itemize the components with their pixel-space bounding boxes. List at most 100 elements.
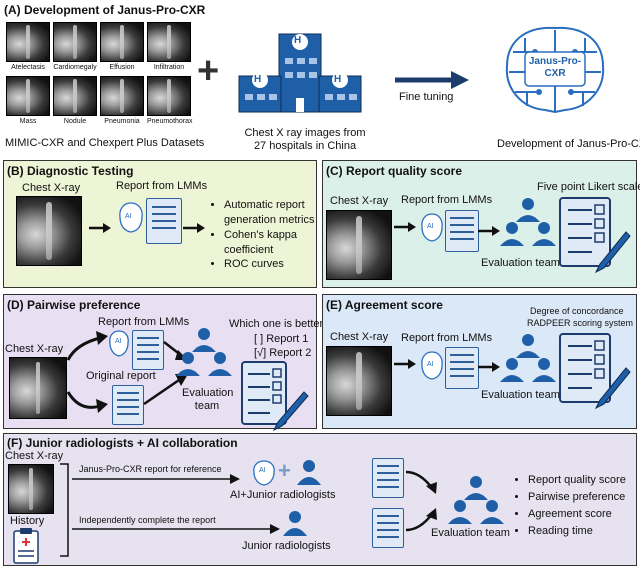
chest-xray-label: Chest X-ray [22,182,81,194]
report-document-icon [445,210,479,252]
arrow-icon [183,223,205,233]
dataset-caption: MIMIC-CXR and Chexpert Plus Datasets [5,137,205,149]
chest-xray-image [9,357,67,419]
outcome-item: Pairwise preference [528,489,626,506]
chest-xray-image [326,346,392,416]
metrics-list: Automatic report generation metrics Cohe… [212,198,328,272]
brain-label: Janus-Pro-CXR [528,56,582,79]
radiologist-icon [297,460,321,485]
metric-item: Automatic report generation metrics [224,198,328,228]
fine-tuning-arrow [395,71,469,89]
thumb-label: Infiltration [153,64,185,71]
xray-thumbnail [147,76,191,116]
hospital-caption: Chest X ray images from 27 hospitals in … [244,127,366,152]
report-document-icon [132,330,164,370]
report-document-icon [146,198,182,244]
plus-icon: + [197,50,220,92]
concordance-label: Degree of concordance [530,306,624,316]
reference-arrow [72,474,240,484]
report-document-icon [372,458,404,498]
evaluation-team-label: Evaluation team [481,389,560,401]
hospital-letter: H [334,74,342,85]
chest-xray-image [16,196,82,266]
hospital-buildings-icon [238,33,362,113]
thumb-label: Cardiomegaly [53,64,97,71]
report-label: Report from LMMs [98,316,190,328]
checklist-pen-icon [559,197,631,274]
radpeer-label: RADPEER scoring system [527,318,634,328]
ai-brain-icon [421,351,443,380]
ai-label: AI [125,213,132,220]
thumb-label: Atelectasis [11,64,45,71]
chest-xray-label: Chest X-ray [330,331,389,343]
collab-label: AI+Junior radiologists [230,489,336,501]
panel-f [3,433,637,566]
panel-f-title: (F) Junior radiologists + AI collaborati… [7,436,238,450]
evaluation-team-icon [500,198,556,246]
arrow-icon [394,359,416,369]
xray-thumbnail [147,22,191,62]
report-document-icon [445,347,479,389]
chest-xray-image [8,464,54,514]
report-label: Report from LMMs [401,332,493,344]
report-label: Report from LMMs [116,180,208,192]
arrow-icon [89,223,111,233]
plus-icon: + [278,458,291,483]
panel-d-title: (D) Pairwise preference [7,298,141,312]
independent-arrow [72,524,280,534]
ai-label: AI [427,361,434,368]
question-label: Which one is better? [229,318,330,330]
chest-xray-label: Chest X-ray [5,343,64,355]
arrow-icon [478,362,500,372]
result-caption: Development of Janus-Pro-CXR [497,138,640,150]
xray-thumbnail [100,76,144,116]
arrow-icon [394,222,416,232]
radiologist-icon [283,511,307,536]
likert-label: Five point Likert scale [537,181,640,193]
xray-thumbnail [100,22,144,62]
checklist-pen-icon [241,361,309,432]
ai-label: AI [259,467,266,474]
reference-path-label: Janus-Pro-CXR report for reference [79,464,222,474]
xray-thumbnail [6,22,50,62]
ai-brain-icon [253,460,275,486]
thumb-label: Effusion [109,64,135,71]
history-label: History [10,515,45,527]
option-report-1: [ ] Report 1 [254,333,309,345]
brain-circuit-icon [505,26,605,114]
thumb-label: Pneumonia [104,118,140,125]
outcome-item: Agreement score [528,506,626,523]
evaluation-team-label: Evaluation team [481,257,560,269]
thumb-label: Pneumothorax [147,118,193,125]
report-label: Report from LMMs [401,194,493,206]
evaluation-team-icon [176,328,232,376]
hospital-letter: H [254,74,262,85]
clipboard-icon [13,528,39,564]
bracket-line [60,463,69,557]
chest-xray-label: Chest X-ray [330,195,389,207]
report-document-icon [372,508,404,548]
ai-brain-icon [109,330,129,357]
panel-a-title: (A) Development of Janus-Pro-CXR [4,3,206,17]
metric-item: ROC curves [224,257,328,272]
chest-xray-label: Chest X-ray [5,450,64,462]
xray-thumbnail [6,76,50,116]
independent-path-label: Independently complete the report [79,515,216,525]
evaluation-team-label: Evaluation team [182,387,234,412]
xray-thumbnail [53,22,97,62]
junior-label: Junior radiologists [242,540,331,552]
hospital-letter: H [294,35,302,46]
panel-b-title: (B) Diagnostic Testing [7,164,134,178]
option-report-2: [√] Report 2 [254,347,312,359]
outcome-item: Reading time [528,523,626,540]
arrow-icon [478,226,500,236]
original-report-document-icon [112,385,144,425]
ai-brain-icon [421,213,443,242]
fine-tuning-label: Fine tuning [399,91,454,103]
thumb-label: Nodule [63,118,87,125]
ai-brain-icon [119,202,143,233]
chest-xray-image [326,210,392,280]
split-arrows [66,331,108,413]
thumb-label: Mass [19,118,37,125]
original-report-label: Original report [86,370,156,382]
